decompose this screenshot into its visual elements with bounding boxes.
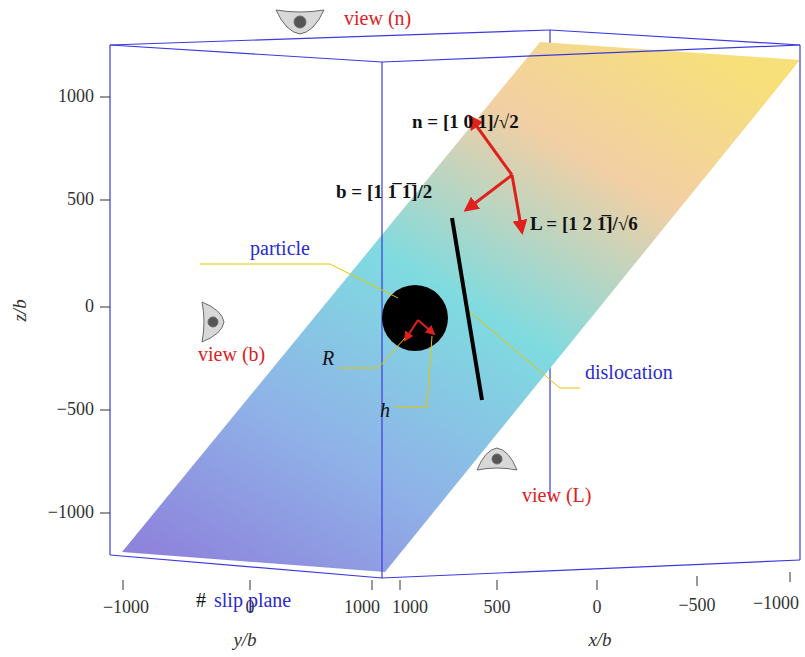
axis-title: x/b [588, 630, 611, 651]
vector-label: L = [1 2 1̅]/√6 [530, 214, 638, 235]
slip-plane [122, 42, 800, 572]
axis-ticks [100, 97, 790, 590]
tick-label: −1000 [103, 598, 149, 618]
tick-label: −1000 [753, 594, 799, 614]
radius-vectors [405, 320, 434, 340]
tick-label: 500 [484, 598, 511, 618]
tick-label: 1000 [392, 598, 428, 618]
axis-title: y/b [233, 630, 256, 651]
tick-label: −1000 [48, 503, 94, 523]
callout-label: dislocation [585, 361, 673, 383]
direction-vectors [466, 117, 522, 232]
tick-label: 1000 [344, 598, 380, 618]
view-label: view (n) [344, 7, 411, 29]
box-frame-front [110, 45, 800, 578]
tick-label: −500 [57, 400, 94, 420]
tick-label: −500 [678, 596, 715, 616]
vector-label: n = [1 0 1]/√2 [412, 112, 519, 133]
tick-label: 1000 [58, 87, 94, 107]
dimension-label: h [380, 399, 390, 421]
marker-symbol: # [196, 589, 206, 611]
dislocation-line [452, 218, 482, 400]
eye-icons [202, 10, 517, 470]
tick-label: 0 [246, 598, 255, 618]
callout-label: particle [250, 237, 310, 259]
view-label: view (L) [522, 484, 591, 506]
dimension-label: R [322, 347, 334, 369]
leader-lines [200, 264, 580, 407]
view-label: view (b) [198, 343, 265, 365]
axis-title: z/b [10, 299, 31, 321]
tick-label: 0 [593, 598, 602, 618]
vector-label: b = [1 1̅ 1̅]/2 [336, 182, 432, 203]
tick-label: 0 [85, 297, 94, 317]
tick-label: 500 [67, 190, 94, 210]
